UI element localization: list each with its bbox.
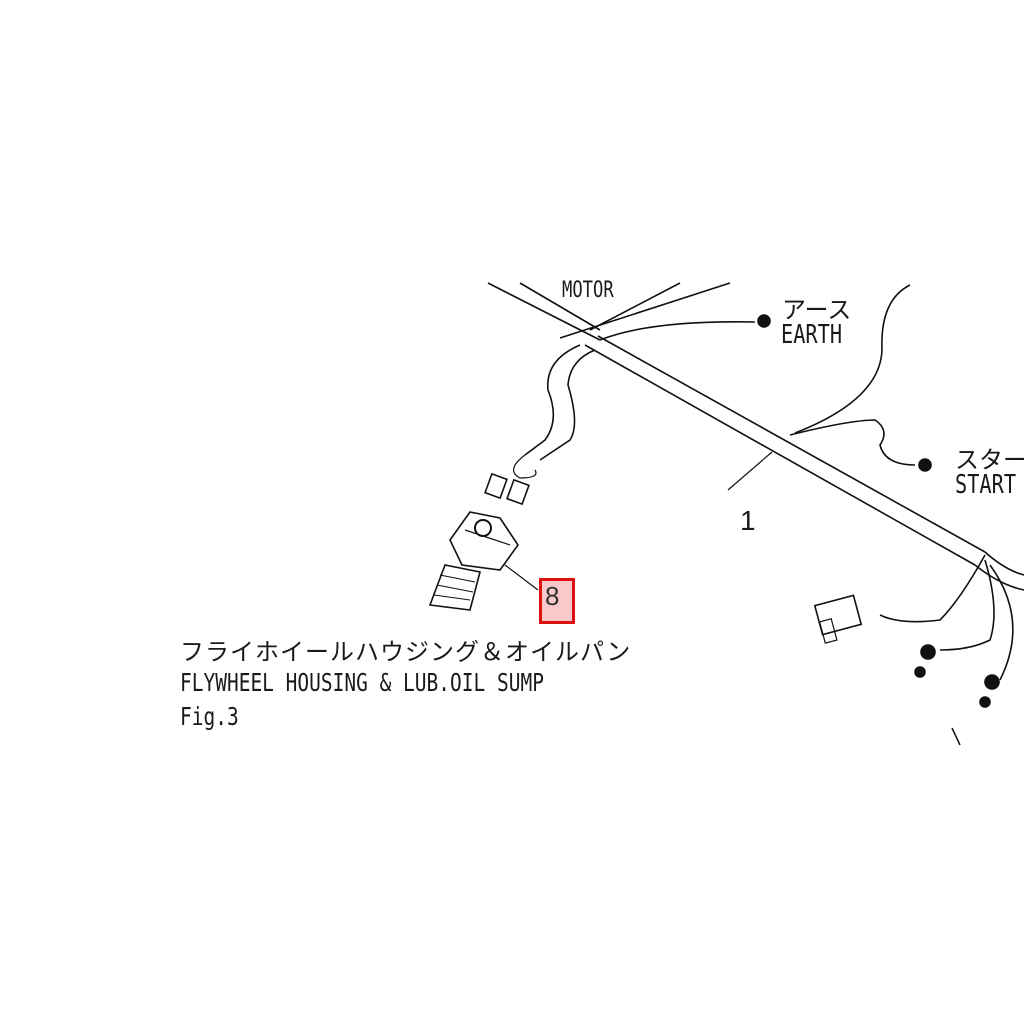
connector-body bbox=[484, 472, 508, 500]
starter-wire bbox=[789, 419, 916, 466]
oil-pressure-switch-body bbox=[449, 511, 519, 571]
terminal bbox=[920, 644, 936, 660]
leader-line-8 bbox=[504, 564, 539, 591]
earth-label-jp: アース bbox=[782, 296, 852, 324]
terminal bbox=[914, 666, 926, 678]
harness-wire bbox=[939, 559, 995, 651]
switch-terminal bbox=[474, 519, 492, 537]
terminal bbox=[984, 674, 1000, 690]
sensor-branch bbox=[524, 344, 581, 456]
figure-number: Fig.3 bbox=[180, 702, 239, 731]
main-harness-edge bbox=[584, 344, 976, 566]
terminal bbox=[979, 696, 991, 708]
main-harness-edge bbox=[984, 551, 1024, 576]
connector-body bbox=[506, 478, 530, 506]
sensor-branch bbox=[539, 349, 596, 461]
motor-cable-line bbox=[559, 282, 731, 339]
harness-wire bbox=[794, 284, 911, 434]
harness-wire bbox=[989, 564, 1014, 681]
earth-terminal bbox=[757, 314, 771, 328]
main-harness-edge bbox=[597, 335, 986, 553]
starter-label: START bbox=[955, 470, 1017, 500]
motor-cable-line bbox=[589, 282, 681, 331]
highlighted-part-callout[interactable]: 8 bbox=[539, 578, 575, 624]
connector-block bbox=[813, 594, 863, 636]
starter-terminal bbox=[918, 458, 932, 472]
main-harness-edge bbox=[974, 564, 1024, 591]
part-number-1: 1 bbox=[740, 505, 756, 536]
switch-thread bbox=[428, 564, 481, 611]
sensor-wire bbox=[513, 454, 537, 479]
leader-line-1 bbox=[727, 451, 773, 491]
part-number-8: 8 bbox=[545, 581, 560, 611]
harness-wire bbox=[879, 554, 986, 623]
caption-en: FLYWHEEL HOUSING & LUB.OIL SUMP bbox=[180, 668, 544, 697]
caption-jp: フライホイールハウジング＆オイルパン bbox=[180, 638, 632, 666]
motor-label: MOTOR bbox=[562, 278, 614, 303]
earth-wire bbox=[599, 321, 756, 341]
starter-label-jp: スター bbox=[955, 446, 1024, 474]
earth-label: EARTH bbox=[781, 320, 843, 350]
motor-cable-line bbox=[519, 282, 601, 331]
